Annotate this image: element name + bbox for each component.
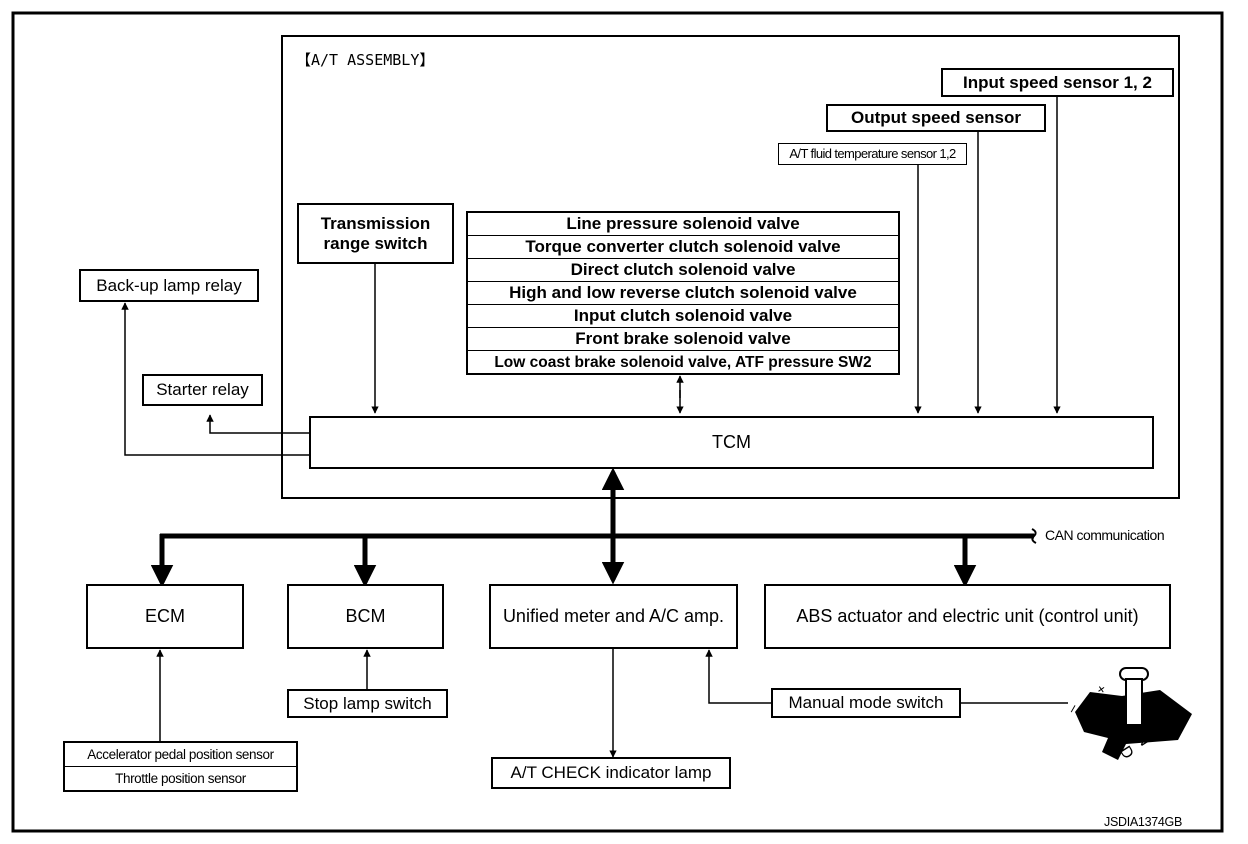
solenoid-valves-block: Line pressure solenoid valve Torque conv… xyxy=(466,211,900,375)
valve-high-low-reverse: High and low reverse clutch solenoid val… xyxy=(468,282,898,305)
backup-lamp-relay: Back-up lamp relay xyxy=(79,269,259,302)
ecm-box: ECM xyxy=(86,584,244,649)
assembly-label: 【A/T ASSEMBLY】 xyxy=(296,51,435,69)
accelerator-sensor: Accelerator pedal position sensor xyxy=(65,743,296,767)
valve-direct-clutch: Direct clutch solenoid valve xyxy=(468,259,898,282)
can-break-mark xyxy=(1031,528,1037,544)
unified-meter-box: Unified meter and A/C amp. xyxy=(489,584,738,649)
valve-input-clutch: Input clutch solenoid valve xyxy=(468,305,898,328)
transmission-range-switch: Transmission range switch xyxy=(297,203,454,264)
valve-low-coast-brake: Low coast brake solenoid valve, ATF pres… xyxy=(494,354,872,371)
can-communication-label: CAN communication xyxy=(1045,527,1165,543)
starter-relay-line xyxy=(206,414,309,434)
manual-mode-switch: Manual mode switch xyxy=(771,688,961,718)
output-speed-sensor: Output speed sensor xyxy=(826,104,1046,132)
valve-line-pressure: Line pressure solenoid valve xyxy=(468,213,898,236)
shifter-illustration xyxy=(1075,667,1192,760)
outer-frame xyxy=(11,11,1224,833)
accelerator-throttle-block: Accelerator pedal position sensor Thrott… xyxy=(63,741,298,792)
at-assembly-frame xyxy=(281,35,1180,499)
fluid-temp-sensor: A/T fluid temperature sensor 1,2 xyxy=(778,143,967,165)
bcm-box: BCM xyxy=(287,584,444,649)
valve-torque-converter: Torque converter clutch solenoid valve xyxy=(468,236,898,259)
starter-relay: Starter relay xyxy=(142,374,263,406)
throttle-sensor: Throttle position sensor xyxy=(115,770,246,786)
backup-lamp-line xyxy=(121,302,309,456)
manual-to-meter xyxy=(705,649,771,704)
figure-id: JSDIA1374GB xyxy=(1104,815,1182,829)
input-speed-sensor: Input speed sensor 1, 2 xyxy=(941,68,1174,97)
at-check-indicator-lamp: A/T CHECK indicator lamp xyxy=(491,757,731,789)
tcm-box: TCM xyxy=(309,416,1154,469)
stop-lamp-switch: Stop lamp switch xyxy=(287,689,448,718)
abs-unit-box: ABS actuator and electric unit (control … xyxy=(764,584,1171,649)
valve-front-brake: Front brake solenoid valve xyxy=(468,328,898,351)
